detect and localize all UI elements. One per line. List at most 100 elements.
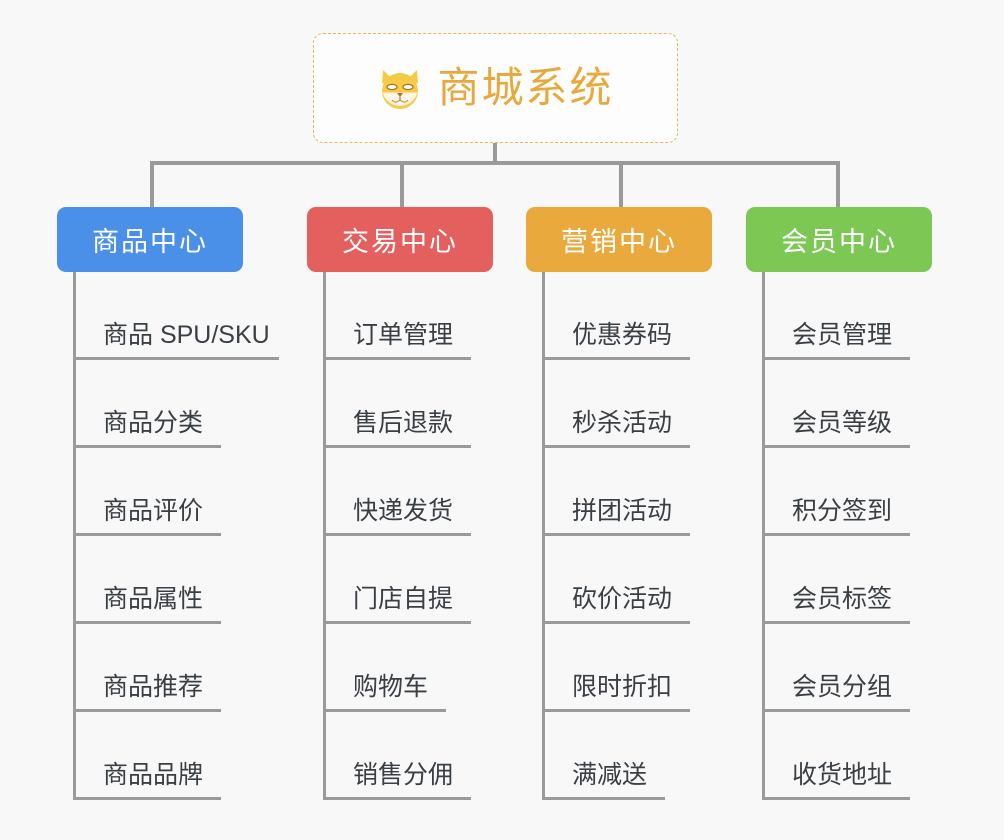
root-stem-connector: [493, 143, 497, 165]
branch-trunk-connector: [762, 272, 765, 800]
leaf-item-rule: [762, 533, 910, 536]
leaf-item-rule: [542, 357, 690, 360]
leaf-item-rule: [762, 357, 910, 360]
leaf-item[interactable]: 限时折扣: [526, 624, 712, 712]
branch-header-label: 交易中心: [342, 227, 458, 257]
leaf-item-label: 商品评价: [103, 497, 204, 525]
leaf-item-rule: [323, 797, 471, 800]
bus-drop-0: [150, 161, 154, 209]
leaf-item[interactable]: 商品 SPU/SKU: [57, 272, 279, 360]
leaf-item-rule: [73, 621, 221, 624]
leaf-item[interactable]: 商品分类: [57, 360, 270, 448]
leaf-item-rule: [762, 621, 910, 624]
leaf-item-rule: [542, 445, 690, 448]
leaf-item[interactable]: 购物车: [307, 624, 493, 712]
leaf-item-label: 会员分组: [792, 673, 893, 701]
branch-column-1: 交易中心订单管理售后退款快递发货门店自提购物车销售分佣: [307, 207, 493, 800]
branch-column-3: 会员中心会员管理会员等级积分签到会员标签会员分组收货地址: [746, 207, 932, 800]
leaf-item-label: 会员标签: [792, 585, 893, 613]
leaf-item-label: 满减送: [572, 761, 648, 789]
leaf-item[interactable]: 商品属性: [57, 536, 270, 624]
branch-trunk-connector: [323, 272, 326, 800]
leaf-item-rule: [323, 357, 471, 360]
leaf-item[interactable]: 积分签到: [746, 448, 932, 536]
root-node[interactable]: 商城系统: [313, 33, 678, 143]
branch-header-label: 会员中心: [781, 227, 897, 257]
leaf-item[interactable]: 拼团活动: [526, 448, 712, 536]
leaf-item[interactable]: 会员等级: [746, 360, 932, 448]
leaf-item-label: 会员管理: [792, 321, 893, 349]
leaf-item[interactable]: 商品品牌: [57, 712, 270, 800]
leaf-item[interactable]: 收货地址: [746, 712, 932, 800]
leaf-item-label: 砍价活动: [572, 585, 673, 613]
leaf-item-rule: [73, 357, 279, 360]
leaf-item-rule: [323, 709, 446, 712]
leaf-item-rule: [762, 445, 910, 448]
leaf-item-label: 优惠券码: [572, 321, 673, 349]
bus-drop-3: [836, 161, 840, 209]
leaf-item-rule: [762, 797, 910, 800]
branch-header-1[interactable]: 交易中心: [307, 207, 493, 272]
leaf-item[interactable]: 商品推荐: [57, 624, 270, 712]
branch-trunk-connector: [542, 272, 545, 800]
leaf-item-label: 收货地址: [792, 761, 893, 789]
root-title: 商城系统: [437, 64, 614, 111]
bus-drop-1: [400, 161, 404, 209]
leaf-item[interactable]: 会员标签: [746, 536, 932, 624]
leaf-item-rule: [762, 709, 910, 712]
bus-drop-2: [619, 161, 623, 209]
leaf-item-label: 限时折扣: [572, 673, 673, 701]
leaf-item-rule: [73, 709, 221, 712]
leaf-item-rule: [323, 445, 471, 448]
leaf-item-label: 秒杀活动: [572, 409, 673, 437]
leaf-item-label: 购物车: [353, 673, 429, 701]
leaf-item-label: 积分签到: [792, 497, 893, 525]
leaf-item[interactable]: 销售分佣: [307, 712, 493, 800]
branch-header-3[interactable]: 会员中心: [746, 207, 932, 272]
branch-column-2: 营销中心优惠券码秒杀活动拼团活动砍价活动限时折扣满减送: [526, 207, 712, 800]
branch-column-0: 商品中心商品 SPU/SKU 商品分类商品评价商品属性商品推荐商品品牌: [57, 207, 279, 800]
leaf-item[interactable]: 售后退款: [307, 360, 493, 448]
leaf-item[interactable]: 砍价活动: [526, 536, 712, 624]
leaf-item-rule: [323, 533, 471, 536]
leaf-item-rule: [542, 621, 690, 624]
leaf-item[interactable]: 订单管理: [307, 272, 493, 360]
leaf-item-label: 门店自提: [353, 585, 454, 613]
leaf-item-label: 商品属性: [103, 585, 204, 613]
leaf-item-rule: [542, 533, 690, 536]
leaf-item-label: 商品品牌: [103, 761, 204, 789]
leaf-item[interactable]: 满减送: [526, 712, 712, 800]
leaf-item[interactable]: 门店自提: [307, 536, 493, 624]
branch-header-0[interactable]: 商品中心: [57, 207, 243, 272]
branch-trunk-connector: [73, 272, 76, 800]
leaf-list: 商品 SPU/SKU 商品分类商品评价商品属性商品推荐商品品牌: [57, 272, 279, 800]
leaf-item-label: 会员等级: [792, 409, 893, 437]
branch-header-label: 营销中心: [561, 227, 677, 257]
leaf-item-label: 商品 SPU/SKU: [103, 321, 270, 349]
leaf-item[interactable]: 优惠券码: [526, 272, 712, 360]
leaf-item[interactable]: 会员分组: [746, 624, 932, 712]
leaf-item[interactable]: 快递发货: [307, 448, 493, 536]
leaf-item[interactable]: 秒杀活动: [526, 360, 712, 448]
leaf-item-label: 商品推荐: [103, 673, 204, 701]
leaf-list: 订单管理售后退款快递发货门店自提购物车销售分佣: [307, 272, 493, 800]
branch-header-2[interactable]: 营销中心: [526, 207, 712, 272]
branch-header-label: 商品中心: [92, 227, 208, 257]
leaf-item[interactable]: 会员管理: [746, 272, 932, 360]
shiba-inu-dog-face-icon: [377, 65, 423, 111]
bus-connector: [150, 161, 840, 165]
leaf-item-label: 销售分佣: [353, 761, 454, 789]
leaf-item-rule: [542, 709, 690, 712]
leaf-item-label: 商品分类: [103, 409, 204, 437]
leaf-item-label: 快递发货: [353, 497, 454, 525]
leaf-list: 优惠券码秒杀活动拼团活动砍价活动限时折扣满减送: [526, 272, 712, 800]
leaf-item-rule: [542, 797, 665, 800]
leaf-item-rule: [73, 445, 221, 448]
leaf-item-rule: [323, 621, 471, 624]
leaf-item-rule: [73, 533, 221, 536]
leaf-item-label: 售后退款: [353, 409, 454, 437]
leaf-list: 会员管理会员等级积分签到会员标签会员分组收货地址: [746, 272, 932, 800]
leaf-item[interactable]: 商品评价: [57, 448, 270, 536]
leaf-item-rule: [73, 797, 221, 800]
